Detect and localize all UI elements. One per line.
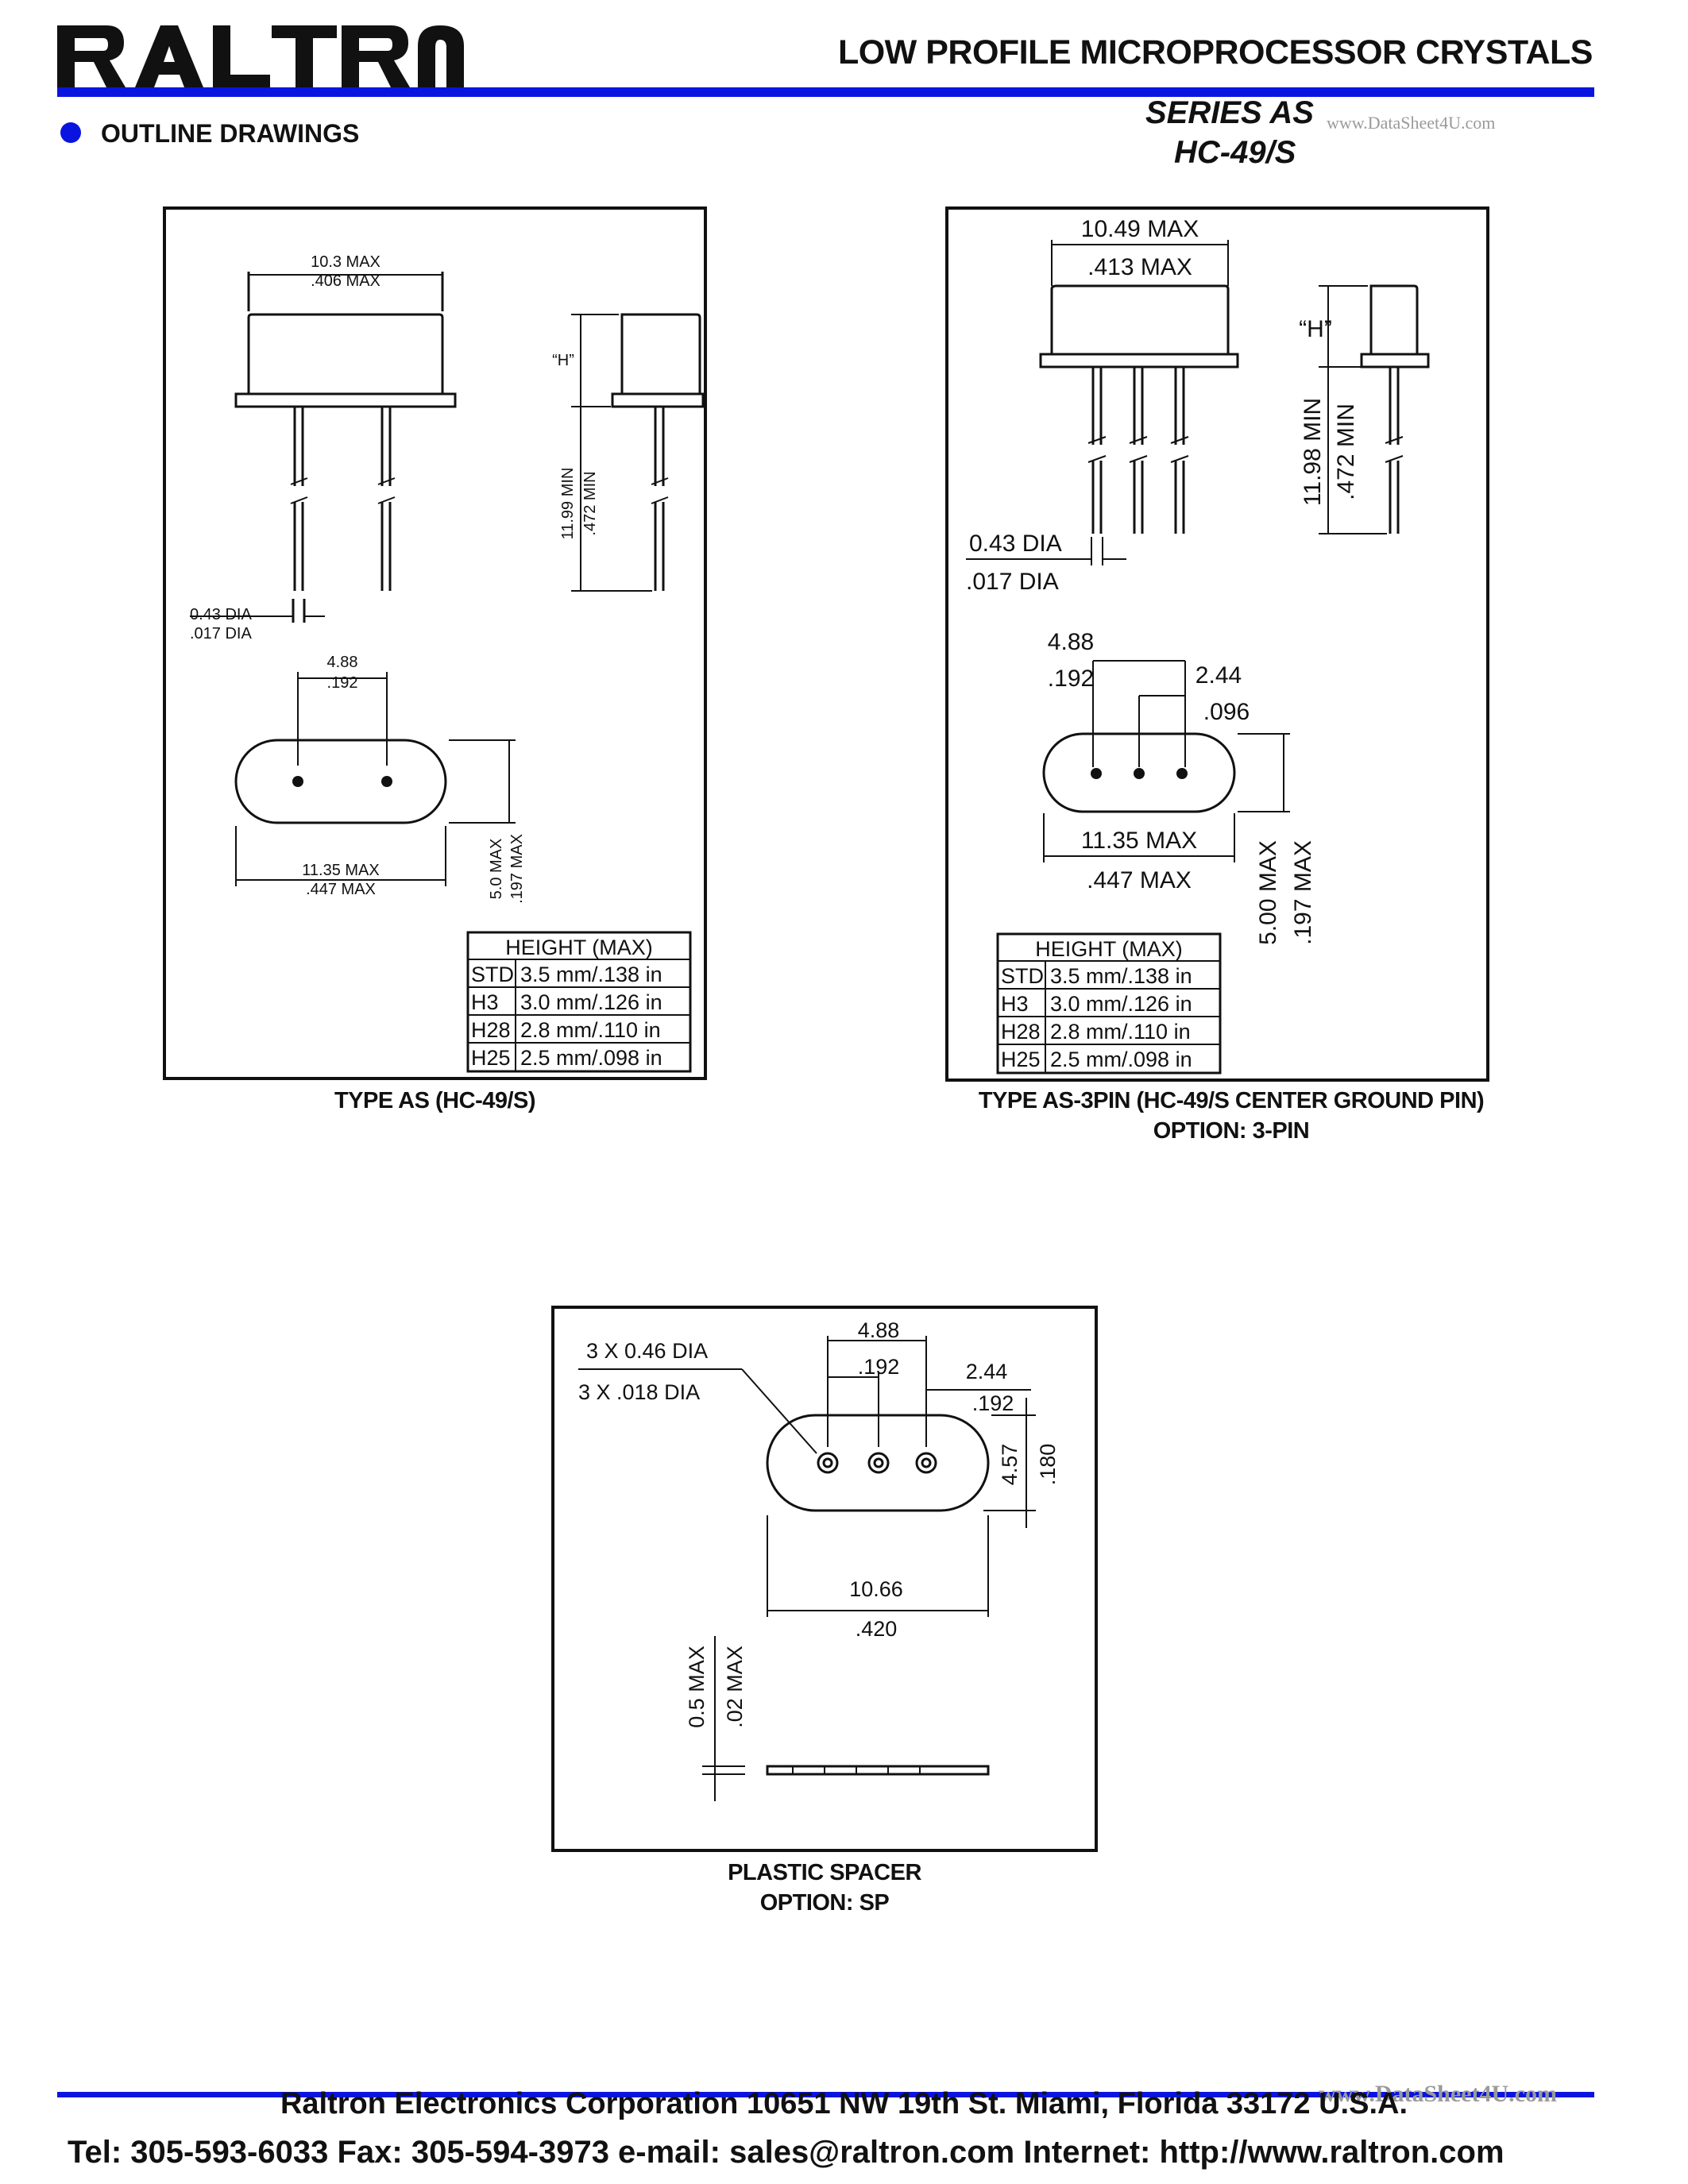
svg-text:H28: H28 bbox=[471, 1018, 511, 1042]
sp-width-in: .180 bbox=[1036, 1444, 1060, 1486]
as-crystal-body bbox=[247, 313, 444, 396]
svg-text:H28: H28 bbox=[1001, 1020, 1041, 1044]
sp-half-pitch-mm: 2.44 bbox=[966, 1360, 1008, 1383]
svg-text:3.0 mm/.126 in: 3.0 mm/.126 in bbox=[520, 990, 662, 1014]
as-pitch-in: .192 bbox=[327, 674, 358, 692]
as3-depth-mm: 5.00 MAX bbox=[1255, 840, 1281, 945]
svg-text:3.5 mm/.138 in: 3.5 mm/.138 in bbox=[520, 963, 662, 986]
sp-half-pitch-in: .192 bbox=[972, 1391, 1014, 1415]
as3-pitch-mm: 4.88 bbox=[1048, 629, 1094, 655]
caption-type-as-3pin: TYPE AS-3PIN (HC-49/S CENTER GROUND PIN) bbox=[978, 1088, 1485, 1113]
as-dia-mm: 0.43 DIA bbox=[190, 606, 252, 623]
svg-text:3.5 mm/.138 in: 3.5 mm/.138 in bbox=[1050, 964, 1192, 988]
as3-width-in: .413 MAX bbox=[1087, 254, 1192, 280]
as-lead-mm: 11.99 MIN bbox=[559, 468, 577, 540]
as-depth-in: .197 MAX bbox=[508, 834, 526, 904]
as3-len-in: .447 MAX bbox=[1087, 867, 1192, 893]
as3-h-label: “H” bbox=[1299, 316, 1332, 342]
sp-thick-mm: 0.5 MAX bbox=[685, 1646, 709, 1728]
footer-rule bbox=[57, 2092, 1594, 2097]
watermark-bottom: www.DataSheet4U.com bbox=[1319, 2081, 1557, 2107]
sp-holes-in: 3 X .018 DIA bbox=[578, 1380, 700, 1404]
sp-thick-in: .02 MAX bbox=[723, 1646, 747, 1728]
as3-dia-in: .017 DIA bbox=[966, 569, 1059, 595]
header-rule bbox=[57, 87, 1594, 97]
page-title: LOW PROFILE MICROPROCESSOR CRYSTALS bbox=[837, 33, 1593, 71]
sp-pitch-mm: 4.88 bbox=[858, 1318, 900, 1342]
watermark-top: www.DataSheet4U.com bbox=[1327, 113, 1496, 133]
as3-half-pitch-in: .096 bbox=[1203, 699, 1250, 725]
svg-text:STD: STD bbox=[1001, 964, 1044, 988]
sp-len-in: .420 bbox=[856, 1617, 898, 1641]
sp-len-mm: 10.66 bbox=[849, 1577, 903, 1601]
as-pitch-mm: 4.88 bbox=[327, 654, 358, 671]
svg-text:H3: H3 bbox=[471, 990, 499, 1014]
svg-text:2.5 mm/.098 in: 2.5 mm/.098 in bbox=[1050, 1048, 1192, 1071]
as3-lead-mm: 11.98 MIN bbox=[1300, 398, 1326, 506]
as-width-in: .406 MAX bbox=[311, 272, 380, 290]
drawing-type-as: 10.3 MAX .406 MAX 0.43 DIA .017 DIA “H” … bbox=[163, 206, 707, 1080]
drawing-plastic-spacer: 3 X 0.46 DIA 3 X .018 DIA 4.88 .192 2.44… bbox=[551, 1306, 1098, 1852]
svg-text:2.8 mm/.110 in: 2.8 mm/.110 in bbox=[520, 1018, 661, 1042]
as-lead-in: .472 MIN bbox=[581, 471, 599, 535]
svg-text:2.5 mm/.098 in: 2.5 mm/.098 in bbox=[520, 1046, 662, 1070]
caption-option-sp: OPTION: SP bbox=[759, 1890, 890, 1916]
section-title: OUTLINE DRAWINGS bbox=[101, 119, 360, 148]
as-side-body bbox=[620, 313, 701, 396]
svg-text:H25: H25 bbox=[1001, 1048, 1041, 1071]
as-depth-mm: 5.0 MAX bbox=[488, 839, 505, 900]
drawing-type-as-3pin: 10.49 MAX .413 MAX 0.43 DIA .017 DIA bbox=[945, 206, 1489, 1082]
svg-text:HEIGHT (MAX): HEIGHT (MAX) bbox=[1035, 937, 1183, 961]
svg-text:STD: STD bbox=[471, 963, 514, 986]
as3-half-pitch-mm: 2.44 bbox=[1196, 662, 1242, 689]
as3-dia-mm: 0.43 DIA bbox=[969, 531, 1062, 557]
as3-height-table: HEIGHT (MAX) STD 3.5 mm/.138 in H3 3.0 m… bbox=[996, 932, 1222, 1075]
as3-width-mm: 10.49 MAX bbox=[1081, 216, 1199, 242]
sp-pitch-in: .192 bbox=[858, 1355, 900, 1379]
as3-len-mm: 11.35 MAX bbox=[1081, 828, 1197, 854]
bullet-icon bbox=[60, 122, 81, 143]
as3-bottom-view bbox=[1042, 732, 1236, 813]
as3-pitch-in: .192 bbox=[1048, 666, 1094, 692]
as-bottom-view bbox=[234, 739, 447, 824]
raltron-logo bbox=[57, 22, 464, 91]
as-width-mm: 10.3 MAX bbox=[311, 253, 380, 271]
as-h-label: “H” bbox=[552, 352, 574, 369]
svg-text:H3: H3 bbox=[1001, 992, 1029, 1016]
caption-plastic-spacer: PLASTIC SPACER bbox=[728, 1860, 921, 1885]
svg-text:2.8 mm/.110 in: 2.8 mm/.110 in bbox=[1050, 1020, 1191, 1044]
caption-option-3pin: OPTION: 3-PIN bbox=[1153, 1118, 1310, 1144]
as-len-in: .447 MAX bbox=[306, 881, 376, 898]
svg-text:3.0 mm/.126 in: 3.0 mm/.126 in bbox=[1050, 992, 1192, 1016]
as3-depth-in: .197 MAX bbox=[1290, 840, 1316, 945]
as-len-mm: 11.35 MAX bbox=[302, 862, 379, 879]
sp-side-view bbox=[766, 1765, 990, 1776]
caption-type-as: TYPE AS (HC-49/S) bbox=[334, 1088, 536, 1113]
sp-spacer-body bbox=[766, 1414, 990, 1512]
model-label: HC-49/S bbox=[1174, 135, 1296, 170]
series-label: SERIES AS bbox=[1145, 95, 1314, 130]
as3-crystal-body bbox=[1050, 284, 1230, 356]
footer-address: Raltron Electronics Corporation 10651 NW… bbox=[280, 2087, 1408, 2120]
as3-lead-in: .472 MIN bbox=[1333, 403, 1359, 500]
as-dia-in: .017 DIA bbox=[190, 625, 252, 642]
svg-text:H25: H25 bbox=[471, 1046, 511, 1070]
footer-contact: Tel: 305-593-6033 Fax: 305-594-3973 e-ma… bbox=[68, 2135, 1505, 2170]
svg-text:HEIGHT (MAX): HEIGHT (MAX) bbox=[505, 936, 653, 959]
as-height-table: HEIGHT (MAX) STD 3.5 mm/.138 in H3 3.0 m… bbox=[466, 931, 692, 1073]
sp-holes-mm: 3 X 0.46 DIA bbox=[586, 1339, 708, 1363]
sp-width-mm: 4.57 bbox=[998, 1444, 1022, 1486]
as-crystal-base bbox=[234, 392, 457, 408]
